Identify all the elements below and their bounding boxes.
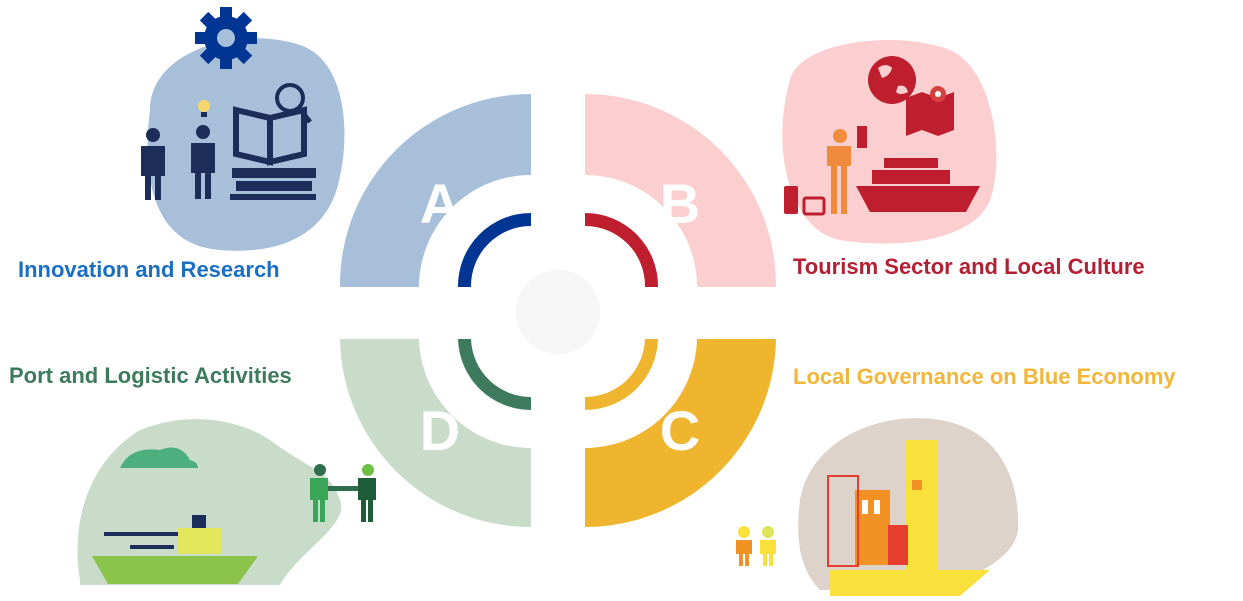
quadrant-a-label: Innovation and Research bbox=[18, 257, 280, 282]
quadrant-a-letter: A bbox=[420, 172, 460, 235]
cruise-ship-icon bbox=[856, 158, 980, 212]
cargo-ship-icon bbox=[92, 515, 258, 584]
quadrant-a: A bbox=[339, 94, 531, 287]
port-illustration-icon bbox=[77, 419, 376, 585]
research-illustration-icon bbox=[141, 7, 345, 251]
quadrant-c-label: Local Governance on Blue Economy bbox=[793, 364, 1176, 389]
quadrant-a-segment bbox=[339, 94, 531, 287]
handshake-icon bbox=[310, 464, 376, 522]
quadrant-b-letter: B bbox=[660, 172, 700, 235]
center-circle bbox=[516, 270, 600, 354]
person-icon bbox=[141, 125, 215, 200]
quadrant-c-letter: C bbox=[660, 399, 700, 462]
traveler-icon bbox=[827, 126, 867, 214]
quadrant-d-letter: D bbox=[420, 399, 460, 462]
quadrant-b-ring bbox=[585, 213, 659, 287]
magnifier-icon bbox=[275, 83, 312, 124]
quadrant-a-ring bbox=[457, 212, 531, 287]
quadrant-d-label: Port and Logistic Activities bbox=[9, 363, 292, 388]
quadrant-d-segment bbox=[340, 339, 531, 527]
globe-icon bbox=[868, 56, 916, 104]
building-icon bbox=[827, 440, 990, 596]
lightbulb-icon bbox=[198, 100, 210, 117]
people-icon bbox=[736, 526, 776, 566]
quadrant-d-ring bbox=[458, 339, 531, 410]
book-stack-icon bbox=[230, 168, 316, 200]
quadrant-b-segment bbox=[585, 94, 777, 287]
cloud-icon bbox=[120, 447, 198, 468]
gear-icon bbox=[195, 7, 257, 69]
luggage-icon bbox=[784, 186, 826, 216]
book-icon bbox=[233, 106, 307, 166]
tourism-illustration-icon bbox=[782, 40, 997, 244]
governance-illustration-icon bbox=[736, 418, 1019, 596]
quadrant-b: B bbox=[585, 94, 777, 287]
quadrant-c-segment bbox=[585, 339, 776, 527]
quadrant-c: C bbox=[585, 339, 776, 527]
map-icon bbox=[906, 86, 954, 136]
quadrant-b-label: Tourism Sector and Local Culture bbox=[793, 254, 1145, 279]
quadrant-d: D bbox=[340, 339, 531, 527]
quadrant-c-ring bbox=[585, 339, 658, 410]
